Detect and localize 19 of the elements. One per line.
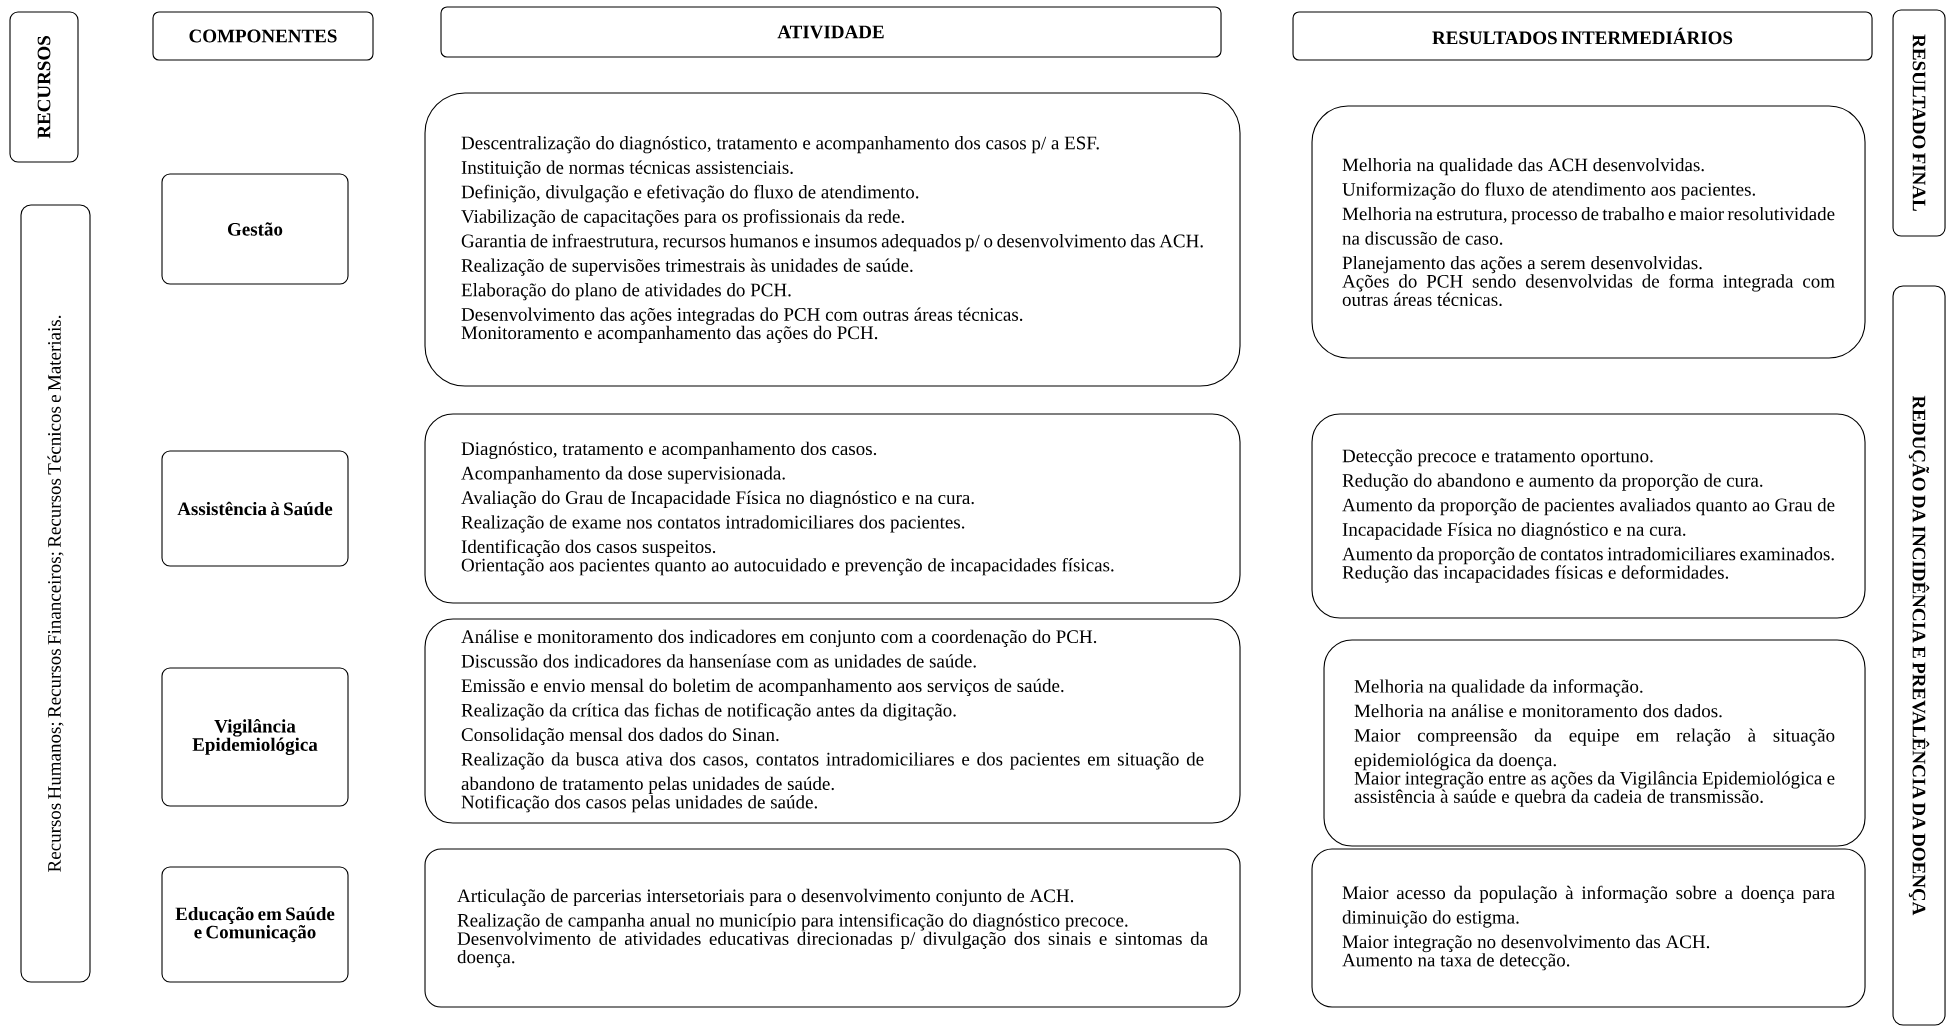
- result-box: Detecção precoce e tratamento oportuno. Redução do abandono e aumento da proporção de cura. Aumento da proporção de pacientes avaliados quanto ao Grau de Incapacidade Física no diagnóstico e na cura. Aumento da proporção de contatos intradomiciliares examinados. Redução das incapacidades físicas e deformidades.: [1311, 413, 1866, 619]
- activity-box: Diagnóstico, tratamento e acompanhamento dos casos. Acompanhamento da dose supervisionada. Avaliação do Grau de Incapacidade Física no diagnóstico e na cura. Realização de exame nos contatos intradomiciliares dos pacientes. Identificação dos casos suspeitos. Orientação aos pacientes quanto ao autocuidado e prevenção de incapacidades físicas.: [424, 413, 1241, 604]
- activity-box: Articulação de parcerias intersetoriais para o desenvolvimento conjunto de ACH. Realização de campanha anual no município para intensificação do diagnóstico precoce. Desenvolvimento de atividades educativas direcionadas p/ divulgação dos sinais e sintomas da doença.: [424, 848, 1241, 1008]
- final-result-box: REDUÇÃO DA INCIDÊNCIA E PREVALÊNCIA DA DOENÇA: [1892, 285, 1946, 1026]
- header-box: ATIVIDADE: [440, 6, 1222, 58]
- result-box: Maior acesso da população à informação sobre a doença para diminuição do estigma. Maior integração no desenvolvimento das ACH. Aumento na taxa de detecção.: [1311, 848, 1866, 1008]
- activity-box: Descentralização do diagnóstico, tratamento e acompanhamento dos casos p/ a ESF. Instituição de normas técnicas assistenciais. Definição, divulgação e efetivação do fluxo de atendimento. Viabilização de capacitações para os profissionais da rede. Garantia de infraestrutura, recursos humanos e insumos adequados p/ o desenvolvimento das ACH. Realização de supervisões trimestrais às unidades de saúde. Elaboração do plano de atividades do PCH. Desenvolvimento das ações integradas do PCH com outras áreas técnicas. Monitoramento e acompanhamento das ações do PCH.: [424, 92, 1241, 387]
- header-box: COMPONENTES: [152, 11, 374, 61]
- activity-box: Análise e monitoramento dos indicadores em conjunto com a coordenação do PCH. Discussão dos indicadores da hanseníase com as unidades de saúde. Emissão e envio mensal do boletim de acompanhamento aos serviços de saúde. Realização da crítica das fichas de notificação antes da digitação. Consolidação mensal dos dados do Sinan. Realização da busca ativa dos casos, contatos intradomiciliares e dos pacientes em situação de abandono de tratamento pelas unidades de saúde. Notificação dos casos pelas unidades de saúde.: [424, 618, 1241, 824]
- result-box: Melhoria na qualidade da informação. Melhoria na análise e monitoramento dos dados. Maior compreensão da equipe em relação à situação epidemiológica da doença. Maior integração entre as ações da Vigilância Epidemiológica e assistência à saúde e quebra da cadeia de transmissão.: [1323, 639, 1866, 847]
- result-box: Melhoria na qualidade das ACH desenvolvidas. Uniformização do fluxo de atendimento aos pacientes. Melhoria na estrutura, processo de trabalho e maior resolutividade na discussão de caso. Planejamento das ações a serem desenvolvidas. Ações do PCH sendo desenvolvidas de forma integrada com outras áreas técnicas.: [1311, 105, 1866, 359]
- component-box: Gestão: [161, 173, 349, 285]
- header-box: RECURSOS: [9, 11, 79, 163]
- resource-box: Recursos Humanos; Recursos Financeiros; Recursos Técnicos e Materiais.: [20, 204, 91, 983]
- header-box: RESULTADOS INTERMEDIÁRIOS: [1292, 11, 1873, 61]
- component-box: Vigilância Epidemiológica: [161, 667, 349, 807]
- header-box: RESULTADO FINAL: [1892, 9, 1946, 237]
- component-box: Assistência à Saúde: [161, 450, 349, 567]
- component-box: Educação em Saúde e Comunicação: [161, 866, 349, 983]
